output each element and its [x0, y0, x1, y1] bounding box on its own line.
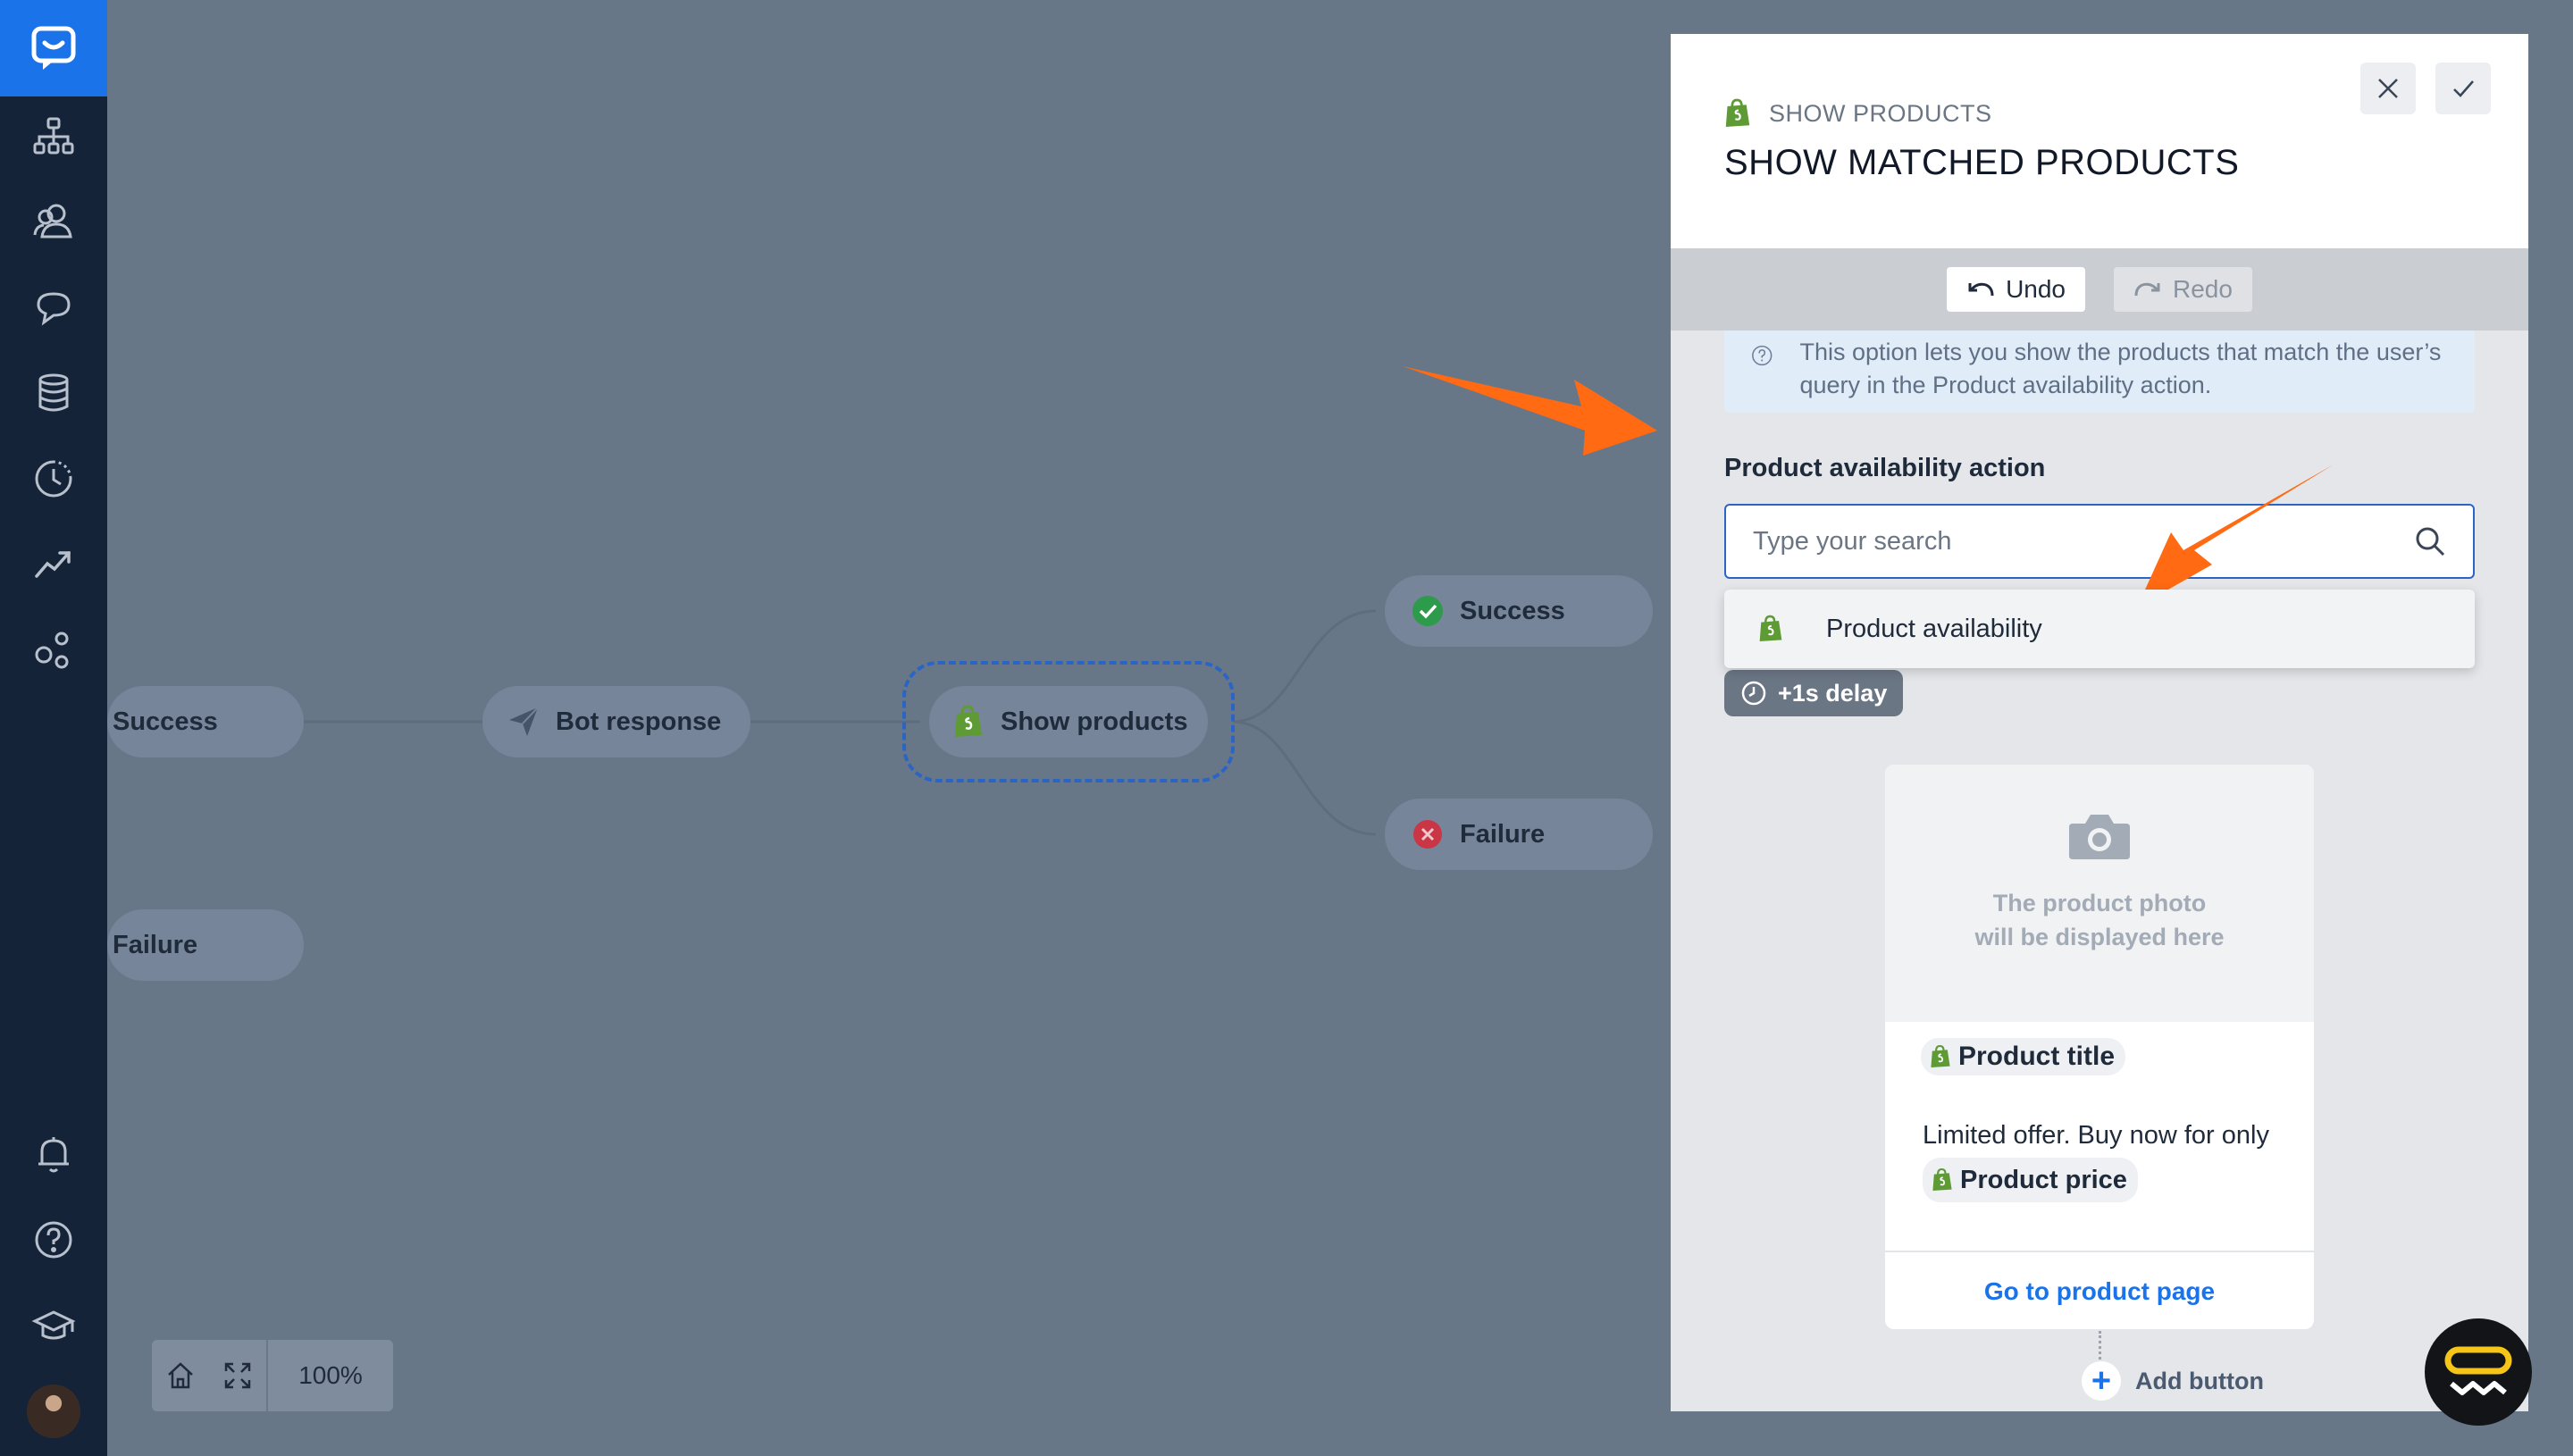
node-label: Show products — [1001, 707, 1188, 736]
analytics-trend-icon[interactable] — [27, 538, 80, 591]
variable-pill: Product title — [1921, 1038, 2126, 1075]
action-settings-panel: SHOW PRODUCTS SHOW MATCHED PRODUCTS Undo… — [1671, 34, 2528, 1411]
chat-logo-icon — [31, 26, 76, 70]
node-label: Bot response — [556, 707, 722, 736]
panel-subtitle: SHOW PRODUCTS — [1724, 98, 1992, 129]
app-logo[interactable] — [0, 0, 107, 96]
photo-placeholder-text: The product photo will be displayed here — [1974, 890, 2225, 950]
product-description[interactable]: Limited offer. Buy now for only Product … — [1923, 1113, 2289, 1207]
subtitle-text: SHOW PRODUCTS — [1769, 99, 1992, 127]
node-failure-right[interactable]: Failure — [1385, 799, 1653, 870]
info-box: This option lets you show the products t… — [1724, 331, 2475, 413]
undo-button[interactable]: Undo — [1947, 267, 2085, 312]
add-button-label: Add button — [2135, 1367, 2264, 1394]
node-success-left[interactable]: Success — [107, 686, 304, 757]
product-card: The product photo will be displayed here… — [1885, 765, 2314, 1329]
database-icon[interactable] — [27, 366, 80, 420]
academy-cap-icon[interactable] — [27, 1299, 80, 1352]
search-input[interactable] — [1753, 526, 2414, 556]
undo-label: Undo — [2006, 275, 2066, 303]
integrations-icon[interactable] — [27, 623, 80, 677]
redo-button[interactable]: Redo — [2114, 267, 2252, 312]
panel-title: SHOW MATCHED PRODUCTS — [1724, 143, 2240, 182]
add-button[interactable]: + Add button — [2082, 1361, 2264, 1401]
sidebar — [0, 0, 107, 1456]
node-success-right[interactable]: Success — [1385, 575, 1653, 647]
panel-header: SHOW PRODUCTS SHOW MATCHED PRODUCTS — [1671, 34, 2528, 248]
plus-icon: + — [2082, 1361, 2121, 1401]
shopify-bag-icon — [1759, 615, 1782, 641]
chat-bubble-icon[interactable] — [27, 280, 80, 334]
widget-logo-icon — [2444, 1346, 2512, 1395]
shopify-bag-icon — [1931, 1044, 1950, 1067]
flow-connectors — [304, 609, 1377, 836]
product-title-variable[interactable]: Product title — [1921, 1038, 2126, 1076]
go-to-product-button[interactable]: Go to product page — [1983, 1277, 2216, 1305]
node-label: Success — [1460, 596, 1565, 625]
node-failure-left[interactable]: Failure — [107, 909, 304, 981]
camera-icon — [2069, 815, 2130, 859]
zoom-controls: 100% — [152, 1340, 393, 1411]
home-icon — [168, 1362, 193, 1389]
shopify-bag-icon — [1725, 98, 1750, 127]
history-toolbar: Undo Redo — [1671, 248, 2528, 331]
check-circle-icon — [1412, 595, 1444, 627]
description-text: Limited offer. Buy now for only — [1923, 1121, 2269, 1150]
confirm-button[interactable] — [2435, 63, 2491, 114]
add-button-connector — [2099, 1331, 2101, 1376]
dropdown-option-label: Product availability — [1826, 614, 2042, 643]
dropdown-option[interactable]: Product availability — [1724, 590, 2475, 668]
stories-icon[interactable] — [27, 109, 80, 163]
home-button[interactable] — [152, 1340, 209, 1411]
field-label: Product availability action — [1724, 454, 2046, 482]
fit-screen-button[interactable] — [209, 1340, 266, 1411]
history-clock-icon[interactable] — [27, 452, 80, 506]
node-label: Success — [113, 707, 218, 736]
node-show-products[interactable]: Show products — [929, 686, 1208, 757]
shopify-bag-icon — [1932, 1167, 1952, 1191]
undo-icon — [1968, 282, 1994, 297]
product-photo-placeholder[interactable]: The product photo will be displayed here — [1885, 765, 2314, 1022]
checkmark-icon — [2453, 80, 2474, 97]
info-text: This option lets you show the products t… — [1799, 339, 2442, 398]
paper-plane-icon — [507, 706, 540, 738]
avatar[interactable] — [27, 1385, 80, 1438]
notifications-bell-icon[interactable] — [27, 1127, 80, 1181]
clock-icon — [1741, 681, 1766, 706]
chat-widget-button[interactable] — [2425, 1318, 2532, 1426]
close-icon — [2378, 79, 2398, 98]
node-label: Failure — [1460, 819, 1546, 849]
divider — [266, 1340, 268, 1411]
close-button[interactable] — [2360, 63, 2416, 114]
help-icon[interactable] — [27, 1213, 80, 1267]
search-field[interactable] — [1724, 504, 2475, 579]
shopify-bag-icon — [952, 705, 985, 738]
divider — [1885, 1251, 2314, 1252]
price-variable-label: Product price — [1960, 1166, 2127, 1194]
zoom-level[interactable]: 100% — [298, 1361, 363, 1389]
title-variable-label: Product title — [1958, 1042, 2116, 1071]
variable-pill: Product price — [1923, 1158, 2138, 1202]
selected-node-outline — [902, 661, 1235, 782]
delay-label: +1s delay — [1778, 679, 1888, 707]
error-circle-icon — [1412, 818, 1444, 850]
node-bot-response[interactable]: Bot response — [482, 686, 750, 757]
redo-label: Redo — [2173, 275, 2233, 303]
search-icon[interactable] — [2414, 525, 2446, 557]
expand-arrows-icon — [224, 1362, 251, 1389]
users-icon[interactable] — [27, 195, 80, 248]
redo-icon — [2134, 282, 2160, 297]
node-label: Failure — [113, 930, 198, 959]
question-circle-icon — [1752, 345, 1773, 366]
delay-badge[interactable]: +1s delay — [1724, 670, 1904, 716]
